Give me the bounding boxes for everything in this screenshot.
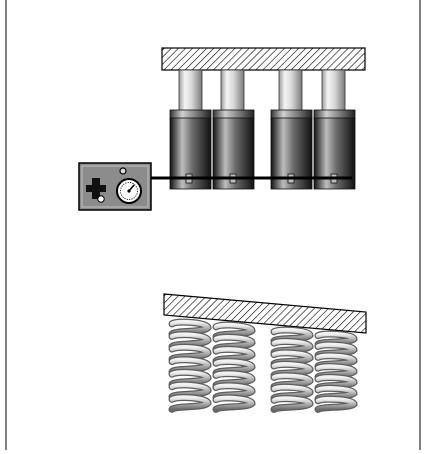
spring-system: [163, 293, 367, 413]
piston-rod: [178, 69, 203, 115]
coil-spring: [168, 318, 212, 413]
coil-spring: [212, 321, 256, 413]
pressure-gauge-icon: [116, 178, 142, 204]
indicator-light-icon: [119, 167, 127, 175]
coil-spring: [314, 330, 358, 413]
piston-rod: [220, 69, 245, 115]
piston-rod: [278, 69, 303, 115]
pump-icon: [86, 178, 106, 203]
hydraulic-system: [78, 47, 366, 211]
piston-rods: [178, 69, 346, 115]
tilted-plate: [163, 293, 367, 334]
coil-spring: [270, 326, 314, 413]
control-box: [78, 162, 152, 211]
piston-rod: [321, 69, 346, 115]
top-plate: [161, 47, 366, 71]
springs: [168, 318, 358, 413]
panel-frame: [5, 0, 421, 450]
